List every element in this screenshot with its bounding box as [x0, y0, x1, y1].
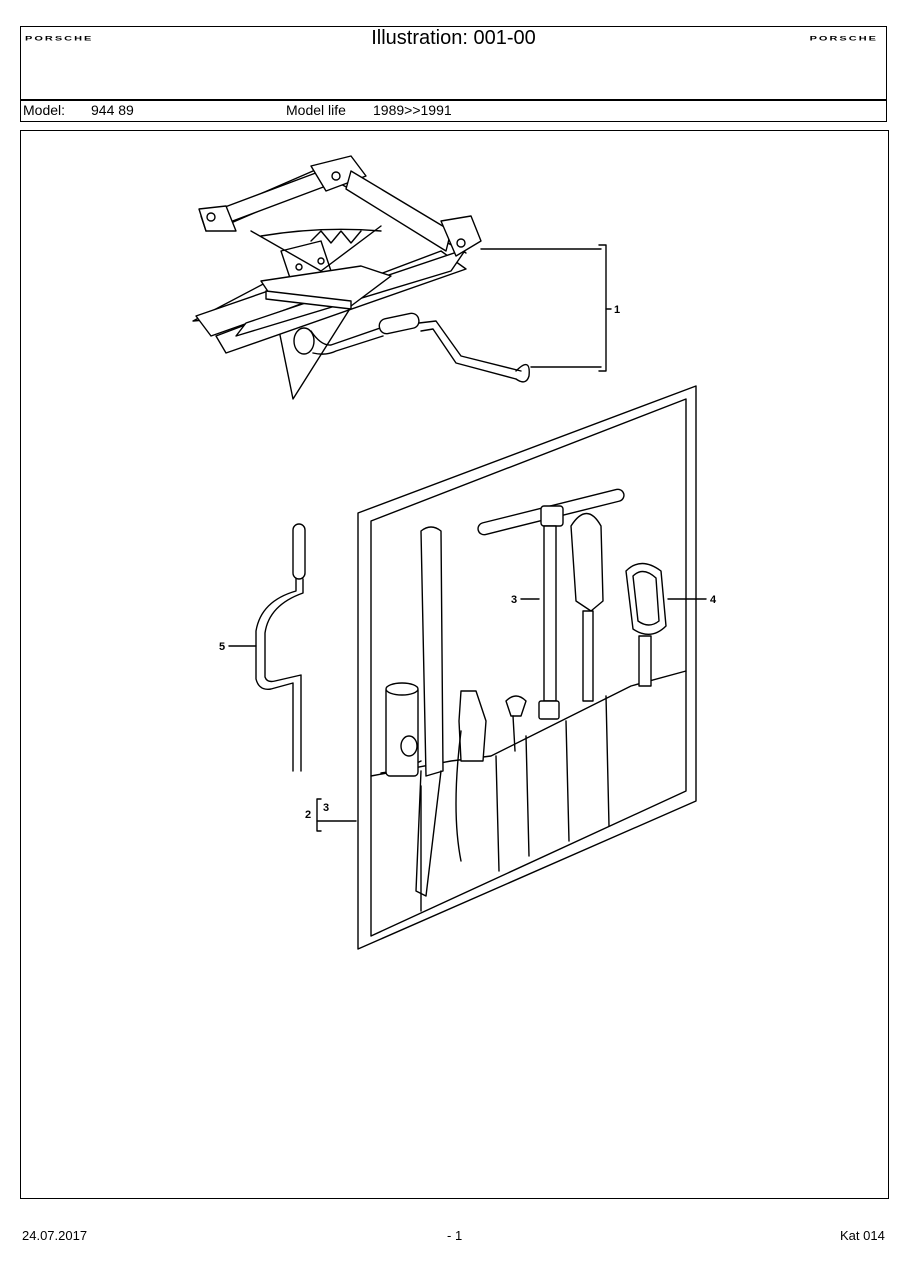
callout-1: 1 — [614, 304, 620, 316]
callout-2-sub: 3 — [323, 802, 329, 814]
illustration-frame: 1 — [20, 130, 889, 1199]
model-label: Model: — [23, 102, 66, 118]
page-title: Illustration: 001-00 — [371, 27, 536, 49]
footer-page: - 1 — [447, 1228, 463, 1243]
porsche-logo-left: PORSCHE — [25, 35, 94, 43]
model-value: 944 89 — [91, 102, 134, 118]
callout-3: 3 — [511, 594, 517, 606]
header-divider — [21, 99, 886, 101]
footer-date: 24.07.2017 — [22, 1228, 88, 1243]
callout-5: 5 — [219, 641, 225, 653]
model-life-label: Model life — [286, 102, 346, 118]
callout-2-bracket — [316, 798, 322, 832]
porsche-logo-right: PORSCHE — [809, 35, 878, 43]
footer-catalog: Kat 014 — [840, 1228, 885, 1243]
callout-1-leader — [480, 244, 612, 372]
tool-kit-illustration: 1 — [192, 155, 717, 950]
callout-2: 2 — [305, 809, 311, 821]
model-life-value: 1989>>1991 — [373, 102, 452, 118]
scissor-jack-drawing — [192, 155, 482, 400]
tool-roll-drawing — [357, 385, 697, 950]
jack-crank-drawing — [293, 312, 530, 383]
header-box: PORSCHE Illustration: 001-00 PORSCHE Mod… — [20, 26, 887, 122]
crank-wrench-drawing — [255, 523, 306, 772]
callout-4: 4 — [710, 594, 717, 606]
